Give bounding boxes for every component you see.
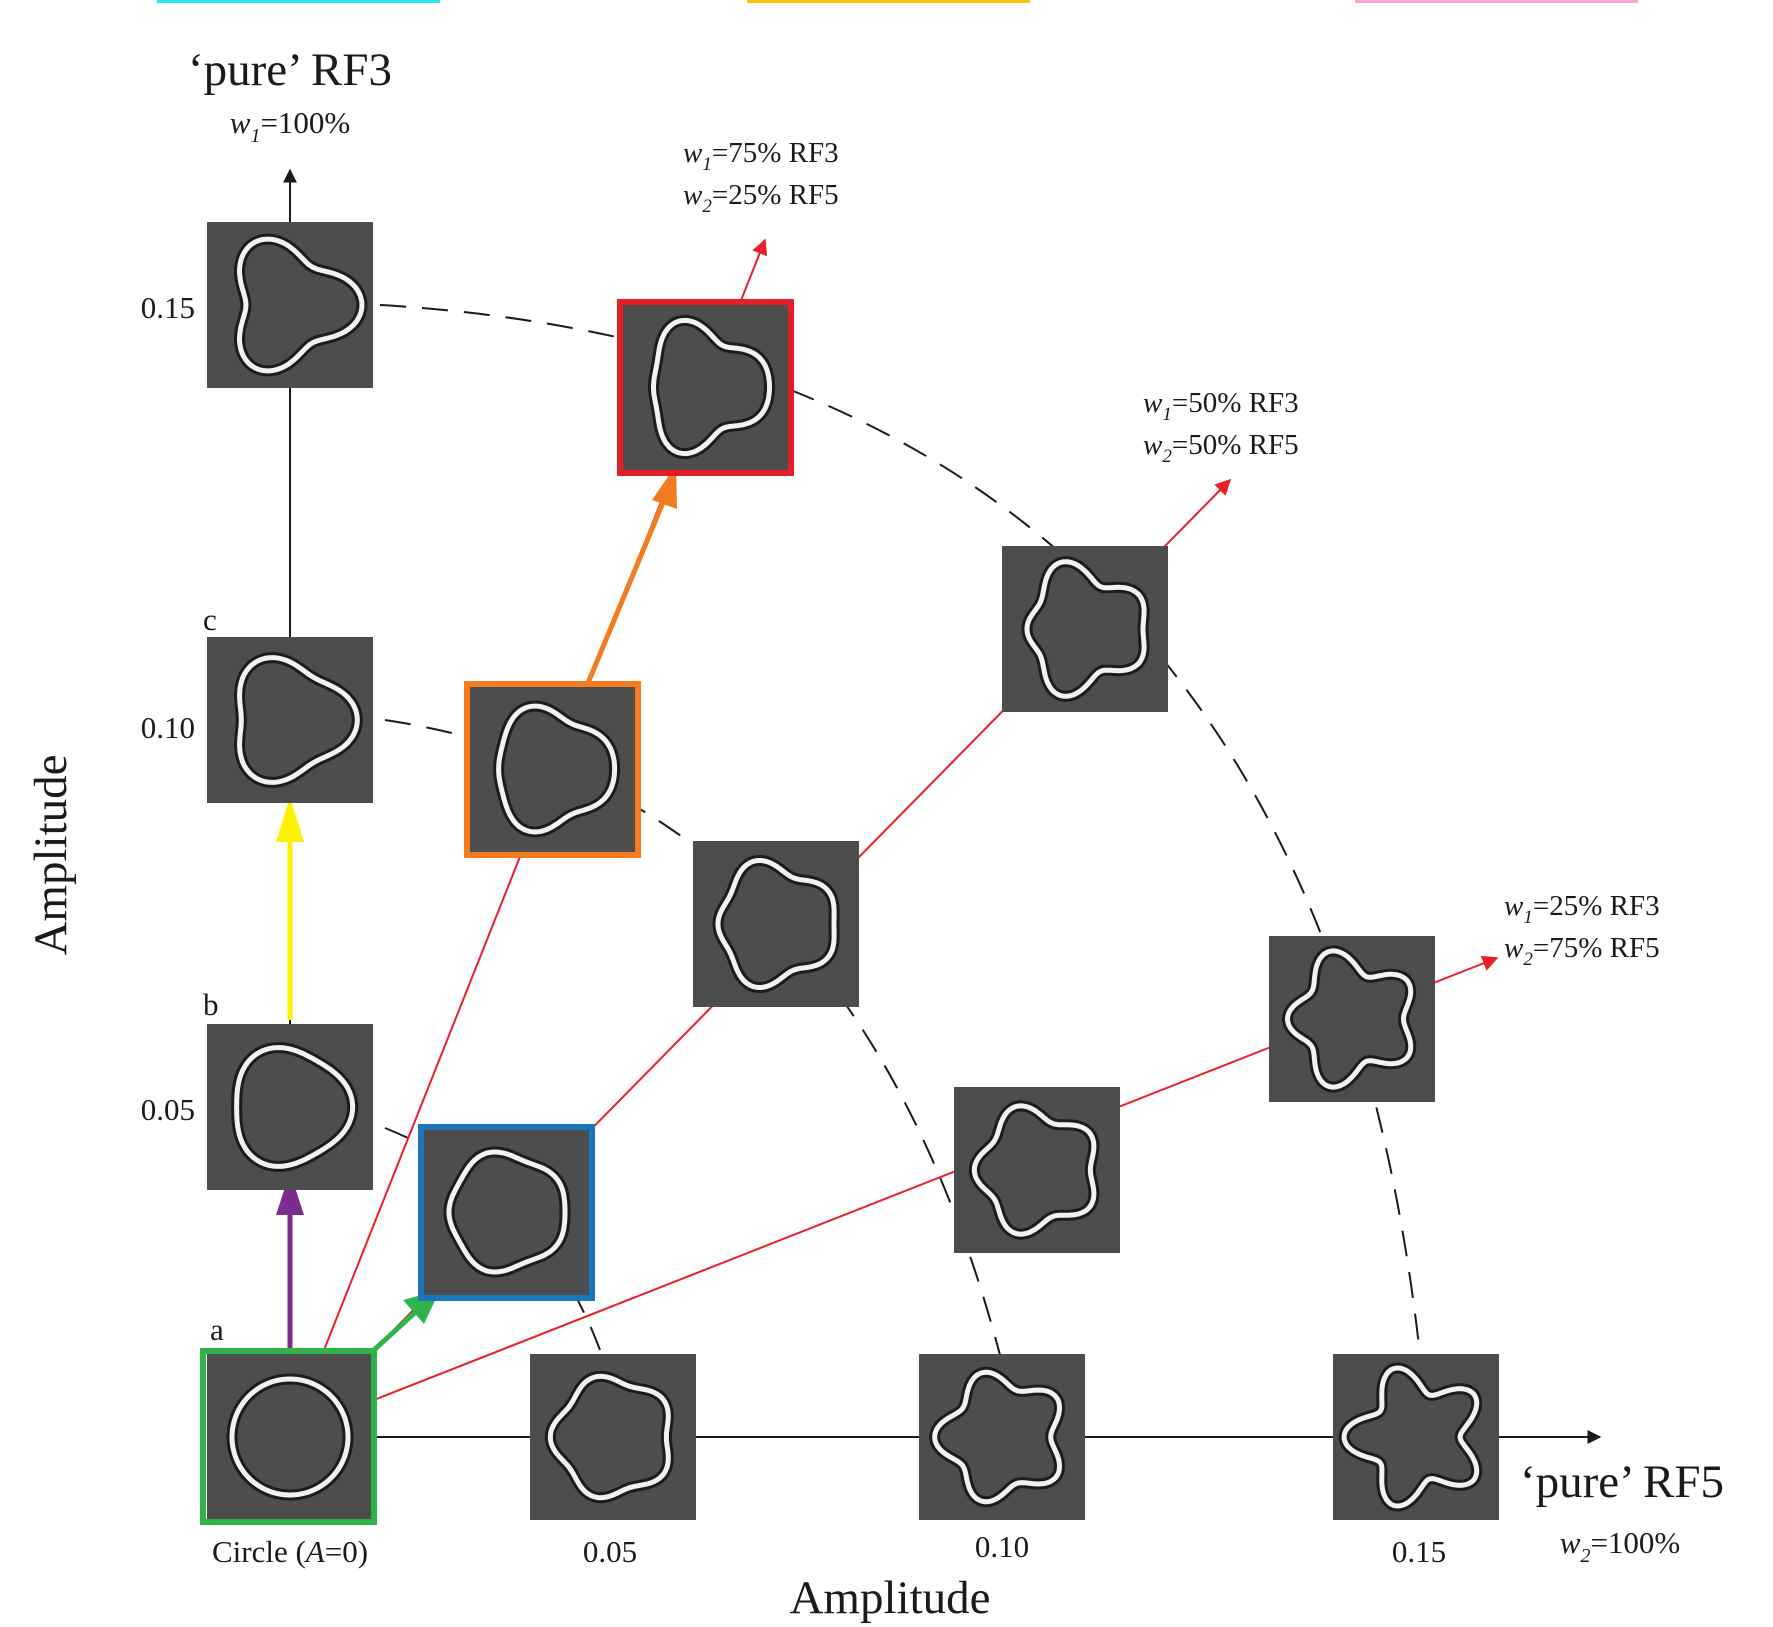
frame-red: [617, 299, 794, 476]
y-tick-005: 0.05: [141, 1092, 195, 1127]
stimulus-rf3-015: [207, 222, 373, 388]
rf-contour: [237, 655, 360, 785]
rf-contour: [237, 236, 365, 374]
rf-contour: [715, 858, 837, 990]
svg-text:w2=75% RF5: w2=75% RF5: [1504, 932, 1660, 970]
rf-contour: [971, 1103, 1097, 1237]
point-label-a: a: [210, 1312, 224, 1347]
stimulus-rf5-010: [919, 1354, 1085, 1520]
x-axis-title: Amplitude: [789, 1572, 990, 1624]
svg-text:w1=50% RF3: w1=50% RF3: [1143, 387, 1299, 425]
stimulus-mix-50-015: [1002, 546, 1168, 712]
rf-contour: [496, 703, 618, 835]
rf-contour: [932, 1369, 1062, 1505]
point-label-c: c: [203, 602, 217, 637]
stimulus-panels: [207, 222, 1499, 1520]
stimulus-mix-25-015: [1269, 936, 1435, 1102]
stimulus-rf3-005-b: [207, 1024, 373, 1190]
origin-label: Circle (A=0): [212, 1534, 368, 1569]
y-end-label: ‘pure’ RF3: [188, 44, 392, 96]
x-tick-005: 0.05: [583, 1534, 637, 1569]
frame-green: [200, 1348, 377, 1525]
y-tick-015: 0.15: [141, 290, 195, 325]
svg-text:w1=25% RF3: w1=25% RF3: [1504, 890, 1660, 928]
x-tick-010: 0.10: [975, 1529, 1029, 1564]
stimulus-mix-75-010: [469, 686, 635, 852]
rf-contour: [547, 1373, 671, 1501]
rf-contour: [1285, 948, 1414, 1090]
svg-text:w1=75% RF3: w1=75% RF3: [683, 137, 839, 175]
top-bar-yellow: [747, 0, 1030, 3]
stimulus-mix-75-015: [622, 304, 788, 470]
frame-blue: [418, 1124, 595, 1301]
top-bar-pink: [1355, 0, 1638, 3]
stimulus-rf5-005: [530, 1354, 696, 1520]
stimulus-mix-50-010: [693, 841, 859, 1007]
x-end-label: ‘pure’ RF5: [1520, 1456, 1724, 1508]
svg-text:w2=50% RF5: w2=50% RF5: [1143, 429, 1299, 467]
stimulus-mix-25-010: [954, 1087, 1120, 1253]
yellow-arrow-head: [276, 797, 304, 842]
x-tick-015: 0.15: [1392, 1534, 1446, 1569]
mixture-label-75-25: w1=75% RF3 w2=25% RF5: [683, 137, 839, 217]
orange-arrow: [585, 499, 667, 684]
rf-contour: [1024, 559, 1147, 699]
y-tick-010: 0.10: [141, 710, 195, 745]
rf-contour: [651, 317, 772, 457]
point-label-b: b: [203, 987, 219, 1022]
y-end-sublabel: w1=100%: [230, 105, 351, 147]
y-axis-title: Amplitude: [25, 754, 77, 955]
x-end-sublabel: w2=100%: [1560, 1525, 1681, 1567]
green-arrow: [372, 1306, 422, 1352]
top-bar-cyan: [157, 0, 440, 3]
rf-contour: [446, 1149, 568, 1275]
mixture-label-50-50: w1=50% RF3 w2=50% RF5: [1143, 387, 1299, 467]
rf-contour: [229, 1376, 351, 1498]
stimulus-rf5-015: [1333, 1354, 1499, 1520]
stimulus-rf3-010-c: [207, 637, 373, 803]
svg-text:w2=25% RF5: w2=25% RF5: [683, 179, 839, 217]
frame-orange: [464, 681, 641, 858]
purple-arrow-head: [276, 1172, 304, 1215]
stimulus-mix-50-005: [424, 1129, 590, 1295]
rf-contour: [234, 1045, 356, 1169]
stimulus-circle-a: [207, 1354, 373, 1520]
rf-contour: [1341, 1365, 1480, 1509]
mixture-label-25-75: w1=25% RF3 w2=75% RF5: [1504, 890, 1660, 970]
